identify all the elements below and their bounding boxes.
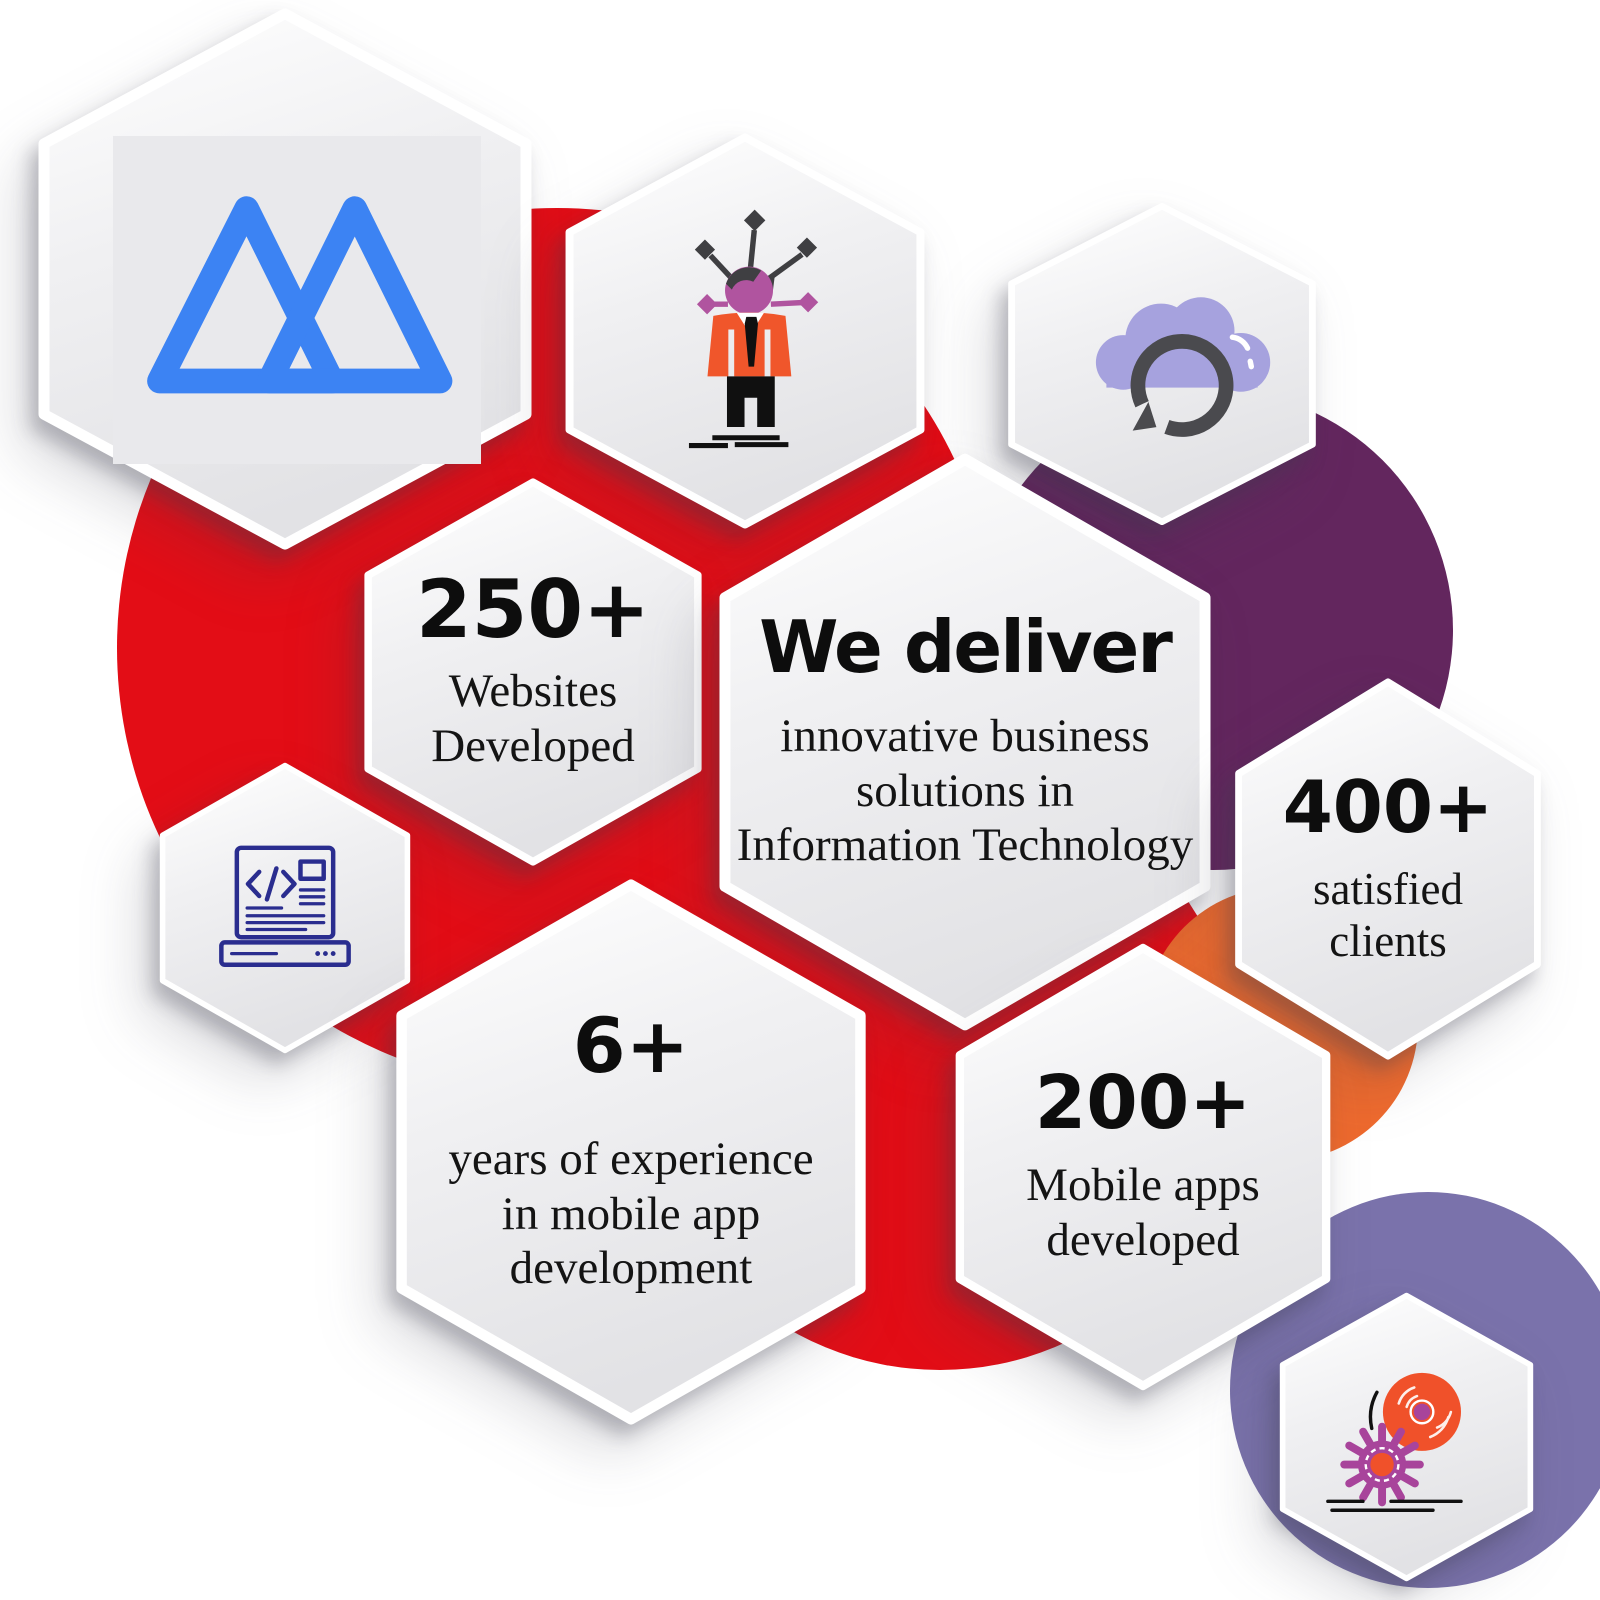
hexagon-shape xyxy=(396,879,866,1425)
hex-websites: 250+ Websites Developed xyxy=(362,476,704,868)
hex-clients: 400+ satisfied clients xyxy=(1233,676,1543,1062)
code-laptop-icon xyxy=(219,845,351,967)
mountain-m-logo-icon xyxy=(147,196,453,394)
headline-line: solutions in xyxy=(855,764,1075,817)
stat-experience: 6+ years of experience in mobile app dev… xyxy=(393,876,869,1428)
stat-label-line: years of experience xyxy=(448,1133,814,1186)
hexagon-shape xyxy=(1235,678,1541,1060)
stat-value: 250+ xyxy=(415,563,651,657)
hex-apps: 200+ Mobile apps developed xyxy=(953,941,1333,1393)
stat-label-line: development xyxy=(509,1242,753,1295)
hex-person xyxy=(563,131,927,531)
cloud-sync-icon xyxy=(1095,296,1271,437)
headline-block: We deliver innovative business solutions… xyxy=(716,450,1214,1034)
stat-label-line: clients xyxy=(1329,916,1447,966)
logo-tile xyxy=(113,136,481,464)
stat-label-line: satisfied xyxy=(1313,863,1463,914)
stat-label-line: developed xyxy=(1046,1214,1240,1266)
stat-value: 6+ xyxy=(572,1001,690,1091)
stat-label-line: in mobile app xyxy=(501,1187,761,1240)
stat-apps: 200+ Mobile apps developed xyxy=(953,941,1333,1393)
hexagon-shape xyxy=(955,943,1331,1391)
hex-deliver: We deliver innovative business solutions… xyxy=(716,450,1214,1034)
gear-disc-icon xyxy=(1325,1372,1463,1512)
hex-laptop xyxy=(158,761,412,1055)
networked-person-icon xyxy=(688,209,818,448)
hexagon-shape xyxy=(159,762,411,1054)
stat-value: 200+ xyxy=(1034,1060,1252,1147)
stat-websites: 250+ Websites Developed xyxy=(362,476,704,868)
hex-logo xyxy=(35,5,535,553)
stat-label-line: Mobile apps xyxy=(1026,1159,1260,1212)
hex-cloud xyxy=(1006,201,1318,527)
stat-clients: 400+ satisfied clients xyxy=(1233,676,1543,1062)
stat-value: 400+ xyxy=(1282,764,1494,849)
stat-label-line: Websites xyxy=(448,665,618,718)
stat-label-line: Developed xyxy=(431,720,635,772)
hexagon-shape xyxy=(719,453,1211,1031)
logo-content xyxy=(35,5,535,553)
headline-title: We deliver xyxy=(759,605,1173,690)
headline-line: innovative business xyxy=(780,710,1150,763)
hex-gear xyxy=(1278,1291,1535,1583)
hexagon-shape xyxy=(364,478,702,866)
hex-experience: 6+ years of experience in mobile app dev… xyxy=(393,876,869,1428)
headline-line: Information Technology xyxy=(736,819,1194,872)
